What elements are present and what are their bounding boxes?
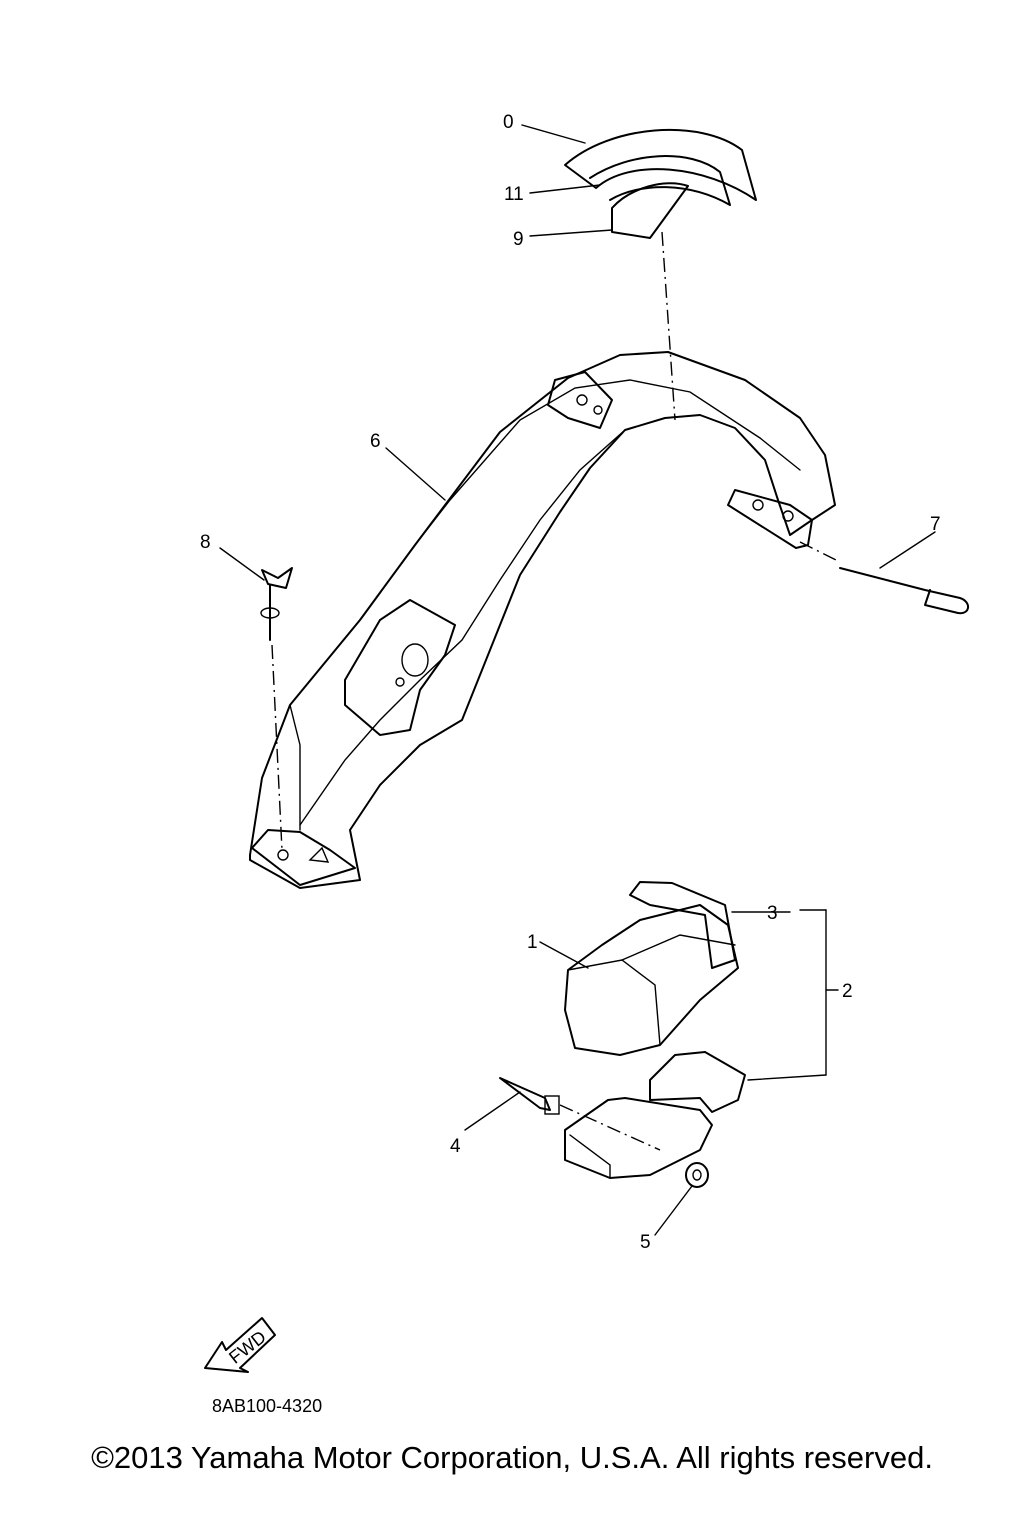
rear-fender-part-6 xyxy=(249,351,836,889)
callout-8: 8 xyxy=(200,532,211,553)
wing-bolt-part-8 xyxy=(260,567,293,851)
callout-1: 1 xyxy=(527,932,538,953)
callout-7: 7 xyxy=(930,514,941,535)
callout-9: 9 xyxy=(513,229,524,250)
fwd-arrow-icon: FWD xyxy=(204,1317,276,1373)
flasher-box-part-1 xyxy=(564,904,739,1056)
emblem-plate-part-9 xyxy=(611,182,689,239)
callout-11: 11 xyxy=(504,184,524,205)
callout-0: 0 xyxy=(503,112,514,133)
box-bracket xyxy=(564,1051,746,1179)
callout-4: 4 xyxy=(450,1136,461,1157)
emblem-alignment-line xyxy=(661,231,676,421)
callout-5: 5 xyxy=(640,1232,651,1253)
leader-lines xyxy=(219,124,936,1236)
copyright-notice: ©2013 Yamaha Motor Corporation, U.S.A. A… xyxy=(91,1440,933,1475)
callout-3: 3 xyxy=(767,903,778,924)
box-strap-part-3 xyxy=(629,881,736,969)
callout-2: 2 xyxy=(842,981,853,1002)
nut-part-5 xyxy=(685,1162,709,1188)
hook-rod-part-7 xyxy=(799,541,969,615)
screw-part-4 xyxy=(499,1077,661,1151)
emblem-middle-part-11 xyxy=(589,155,731,206)
diagram-code: 8AB100-4320 xyxy=(212,1396,322,1416)
emblem-top-part-0 xyxy=(564,128,757,201)
callout-6: 6 xyxy=(370,431,381,452)
